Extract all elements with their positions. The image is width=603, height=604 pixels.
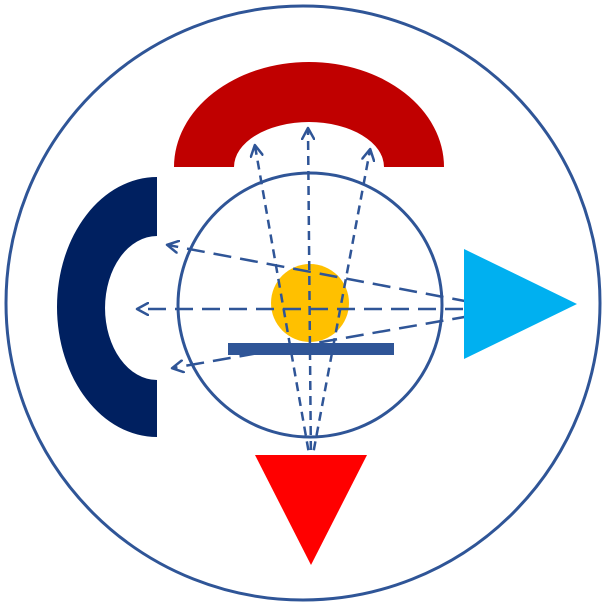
- top-detector: [174, 62, 444, 167]
- bottom-source-triangle: [255, 455, 367, 565]
- sample-stage: [228, 343, 394, 355]
- ray-up-center: [308, 129, 311, 465]
- right-source-triangle: [464, 249, 577, 359]
- left-detector: [57, 177, 157, 437]
